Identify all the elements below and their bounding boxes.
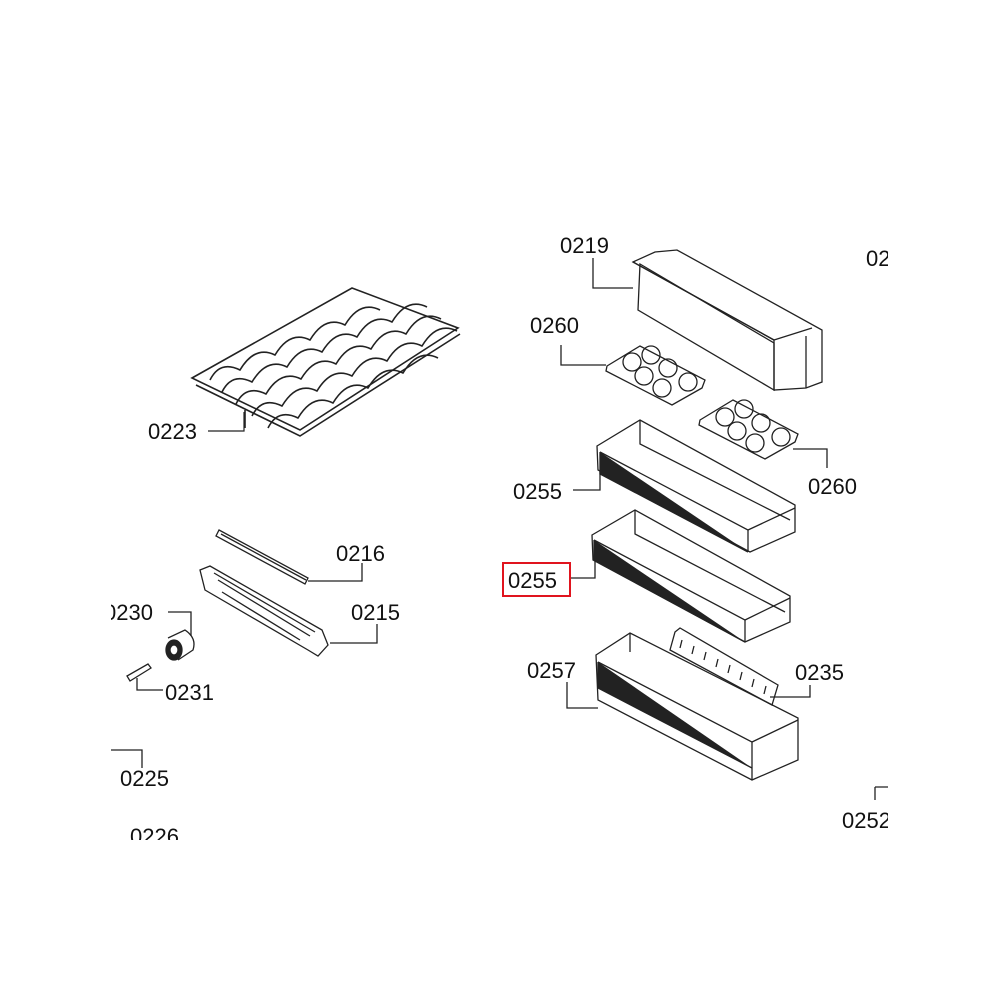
label-0257[interactable]: 0257: [527, 658, 576, 683]
label-0235[interactable]: 0235: [795, 660, 844, 685]
label-0231[interactable]: 0231: [165, 680, 214, 705]
label-0223[interactable]: 0223: [148, 419, 197, 444]
leader-line: [111, 749, 143, 768]
pin-part-0231: [126, 663, 152, 682]
leader-line: [136, 678, 163, 691]
label-0260[interactable]: 0260: [808, 474, 857, 499]
door-shelf-part-0255: [596, 419, 796, 553]
label-0225[interactable]: 0225: [120, 766, 169, 791]
leader-line: [168, 611, 192, 636]
strip-part-0216: [215, 529, 309, 585]
label-0215[interactable]: 0215: [351, 600, 400, 625]
label-0260[interactable]: 0260: [530, 313, 579, 338]
leader-line: [566, 682, 598, 709]
roller-part-0230: [165, 629, 195, 661]
leader-line: [874, 786, 888, 800]
bottle-box-part-0219: [631, 249, 823, 392]
door-shelf-part-0255-highlighted: [591, 509, 791, 643]
label-0230[interactable]: 0230: [111, 600, 153, 625]
leader-line: [592, 258, 633, 289]
label-partial-02[interactable]: 02: [866, 246, 888, 271]
label-0255[interactable]: 0255: [513, 479, 562, 504]
wine-rack-part-0223: [190, 287, 461, 437]
leader-line: [308, 563, 363, 582]
divider-part-0235: [669, 627, 779, 706]
egg-tray-part-0260: [605, 345, 706, 406]
bottle-shelf-part-0257: [595, 632, 799, 781]
leader-line: [793, 448, 828, 468]
leader-line: [569, 558, 596, 579]
exploded-parts-drawing: [111, 249, 888, 800]
label-0216[interactable]: 0216: [336, 541, 385, 566]
diagram-viewport: 0219 02 0260 0223 0255 0260 0216 0255 02…: [111, 200, 888, 840]
leader-line: [560, 345, 606, 366]
label-0255-highlighted[interactable]: 0255: [508, 568, 557, 593]
label-0219[interactable]: 0219: [560, 233, 609, 258]
leader-line: [573, 470, 601, 491]
label-0252[interactable]: 0252: [842, 808, 888, 833]
leader-line: [208, 412, 245, 432]
egg-tray-part-0260: [698, 399, 799, 460]
label-0226[interactable]: 0226: [130, 824, 179, 841]
cover-part-0215: [199, 565, 329, 657]
leader-line: [330, 624, 378, 644]
highlight-box: [502, 562, 571, 597]
leader-line: [770, 685, 811, 698]
